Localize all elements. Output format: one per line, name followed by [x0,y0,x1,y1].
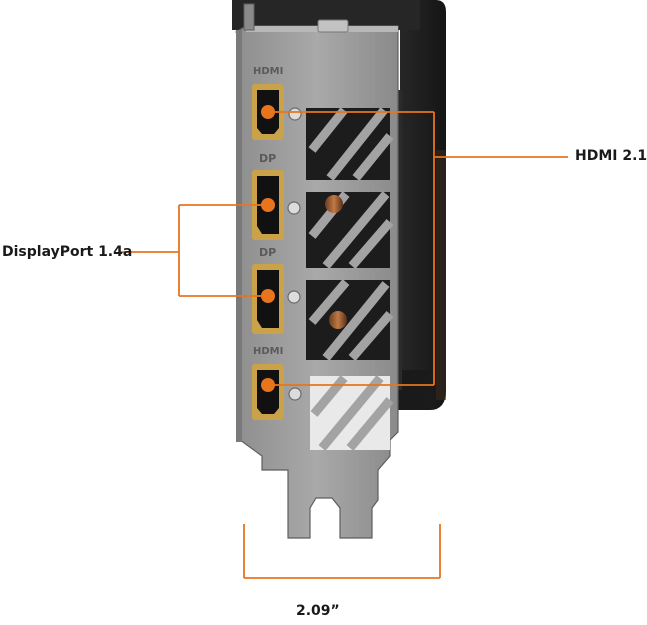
marking-hdmi-top: HDMI [253,66,283,77]
marking-hdmi-bottom: HDMI [253,346,283,357]
port-dp-lower [252,264,284,334]
port-hdmi-bottom [252,364,284,420]
width-dimension-bracket [243,524,441,579]
width-dimension-label: 2.09” [296,603,340,619]
cooler-shroud [232,0,446,410]
marking-dp-lower: DP [259,246,276,259]
hdmi-callout-bracket [268,111,568,386]
marking-dp-upper: DP [259,152,276,165]
displayport-callout-label: DisplayPort 1.4a [2,244,133,260]
hdmi-callout-label: HDMI 2.1 [575,148,647,164]
dp-callout-bracket [120,204,268,297]
vent-cutouts [306,107,394,451]
screw-icon [287,107,302,401]
